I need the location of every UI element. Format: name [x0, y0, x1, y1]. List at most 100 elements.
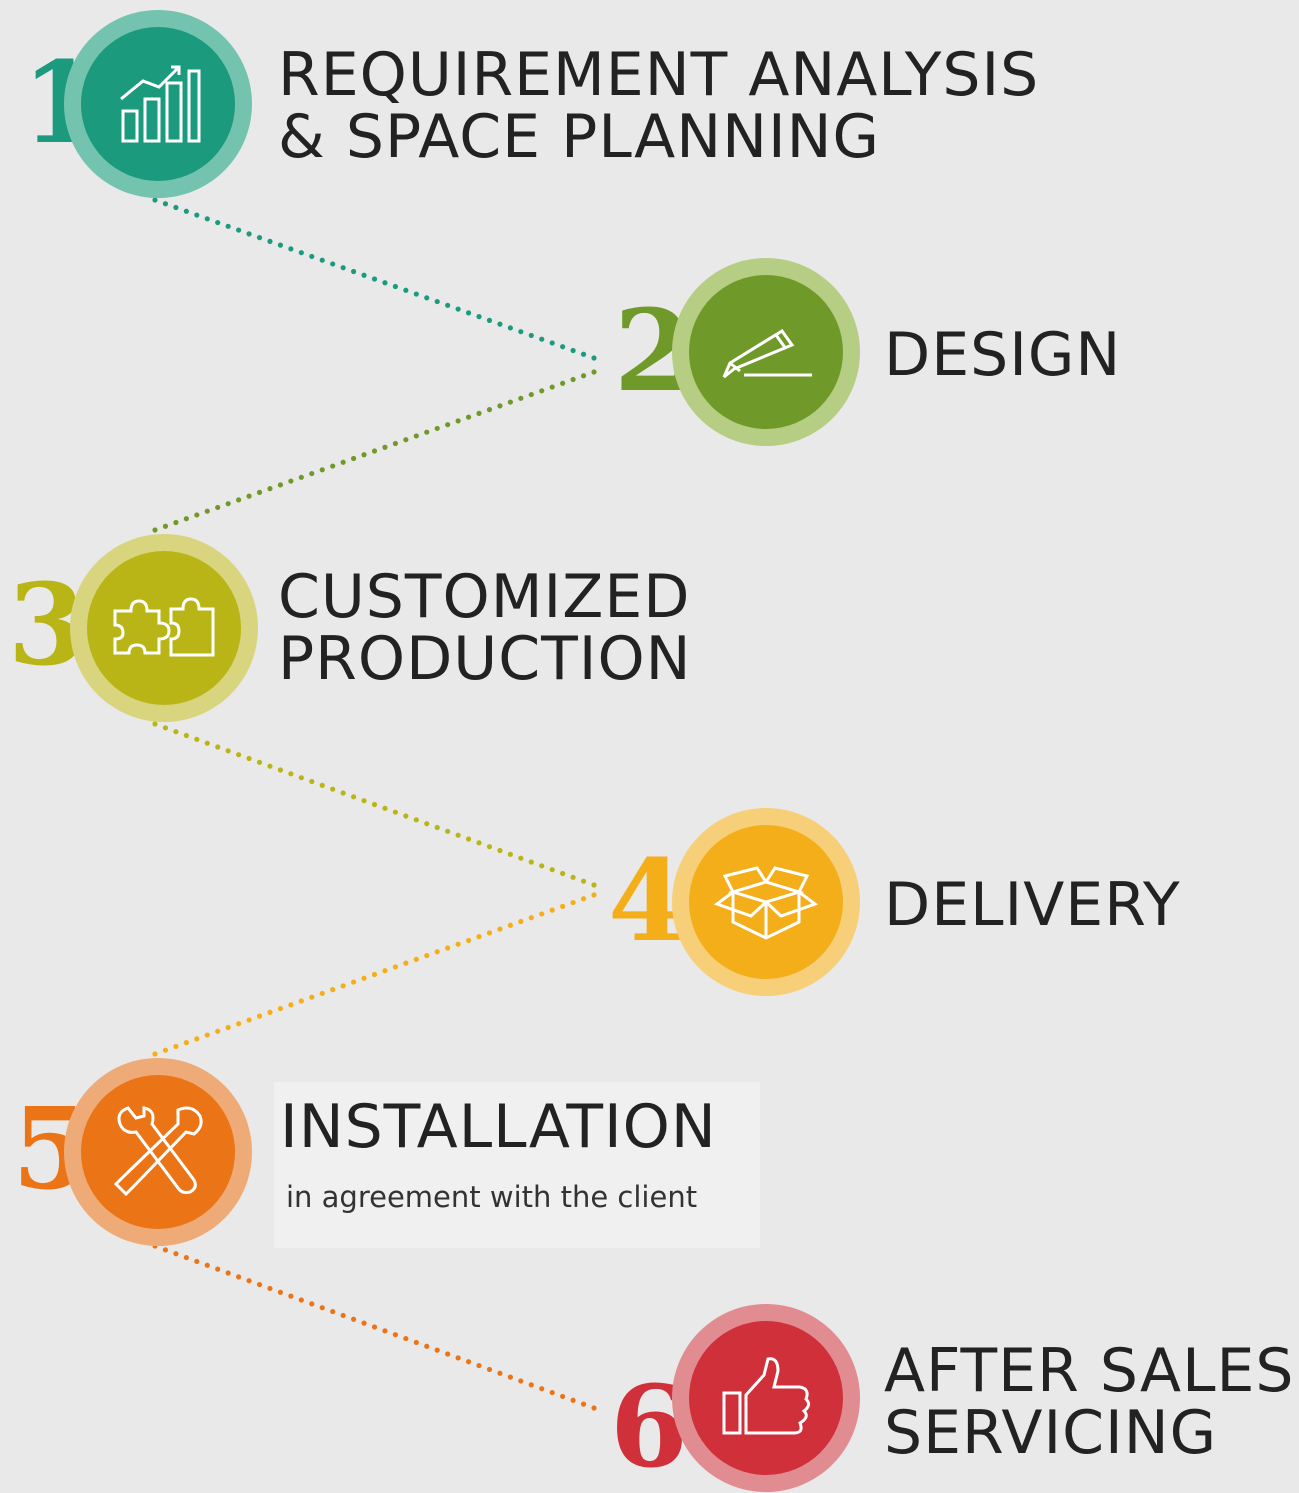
- connector-dot: [392, 1332, 399, 1338]
- connector-dot: [152, 527, 158, 533]
- connector-dot: [371, 971, 378, 978]
- connector-dot: [277, 1289, 284, 1295]
- connector-dot: [256, 235, 263, 241]
- connector-dot: [371, 276, 378, 282]
- connector-dot: [215, 1266, 221, 1272]
- connector-dot: [392, 440, 399, 447]
- connector-dot: [570, 1397, 576, 1403]
- connector-dot: [256, 489, 263, 495]
- connector-dot: [445, 1351, 451, 1357]
- connector-dot: [309, 994, 315, 1000]
- step-circle: [672, 258, 860, 446]
- connector-dot: [162, 1247, 169, 1253]
- connector-dot: [194, 512, 200, 518]
- connector-dot: [256, 1013, 263, 1019]
- connector-dot: [319, 990, 325, 997]
- connector-dot: [173, 729, 179, 735]
- connector-dot: [350, 794, 357, 800]
- bar-chart-icon: [120, 65, 201, 143]
- connector-dot: [434, 425, 440, 432]
- connector-dot: [277, 767, 284, 773]
- connector-dot: [580, 1401, 587, 1407]
- connector-dot: [591, 355, 597, 361]
- step-title: DELIVERY: [884, 874, 1181, 936]
- step-title: CUSTOMIZED PRODUCTION: [278, 566, 692, 690]
- connector-dot: [246, 231, 252, 237]
- connector-dot: [476, 934, 482, 940]
- connector-dot: [246, 493, 252, 499]
- connector-dot: [183, 732, 189, 739]
- connector-dot: [455, 306, 461, 312]
- connector-dot: [183, 516, 189, 522]
- connector-dot: [236, 1021, 242, 1027]
- connector-dot: [518, 395, 524, 401]
- step-circle: [70, 534, 258, 722]
- title-line: DESIGN: [884, 320, 1122, 390]
- connector-dot: [445, 422, 451, 428]
- connector-dot: [382, 280, 388, 286]
- connector-dot: [173, 1043, 179, 1050]
- connector-dot: [215, 504, 221, 511]
- step-title: AFTER SALES SERVICING: [884, 1340, 1295, 1464]
- step-core: [689, 275, 843, 429]
- connector-dot: [497, 926, 503, 932]
- connector-dot: [162, 523, 169, 529]
- connector-dot: [465, 310, 472, 316]
- step-circle: [672, 1304, 860, 1492]
- connector-dot: [298, 250, 304, 256]
- connector-dot: [507, 922, 513, 928]
- connector-dot: [236, 497, 242, 503]
- connector-dot: [465, 1359, 472, 1365]
- connector-dot: [497, 1370, 503, 1376]
- connector-dot: [246, 755, 252, 762]
- connector-dot: [549, 384, 555, 390]
- step-subtitle: in agreement with the client: [286, 1180, 698, 1214]
- connector-dot: [528, 391, 534, 398]
- connector-dot: [215, 219, 221, 226]
- connector-dot: [330, 1308, 336, 1315]
- connector-dot: [403, 437, 409, 443]
- connector-dot: [215, 744, 221, 750]
- connector-dot: [267, 238, 273, 244]
- connector-dot: [152, 1051, 158, 1057]
- connector-dot: [225, 748, 231, 754]
- connector-dot: [455, 832, 461, 838]
- connector-dot: [539, 911, 545, 917]
- connector-dot: [424, 821, 430, 827]
- connector-dot: [225, 1024, 231, 1031]
- connector-dot: [382, 805, 388, 811]
- connector-dot: [382, 968, 388, 974]
- connector-dot: [350, 979, 357, 985]
- connector-dot: [560, 1393, 566, 1400]
- connector-dot: [309, 1301, 315, 1307]
- connector-dot: [476, 410, 482, 416]
- connector-dot: [361, 798, 367, 804]
- connector-dot: [309, 253, 315, 260]
- connector-dot: [277, 482, 284, 488]
- connector-dot: [319, 257, 325, 263]
- connector-dot: [445, 828, 451, 834]
- title-line: SERVICING: [884, 1398, 1218, 1468]
- connector-dot: [434, 298, 440, 305]
- connector-dot: [309, 470, 315, 477]
- connector-dot: [497, 847, 503, 854]
- connector-dot: [549, 1389, 555, 1396]
- step-core: [81, 1075, 235, 1229]
- connector-dot: [309, 778, 315, 785]
- connector-dot: [403, 1335, 409, 1342]
- connector-dot: [560, 870, 566, 877]
- connector-dot: [591, 882, 597, 888]
- connector-dot: [194, 736, 200, 742]
- title-line: INSTALLATION: [280, 1092, 717, 1162]
- connector-dot: [319, 467, 325, 473]
- connector-dot: [298, 775, 304, 781]
- connector-dot: [570, 899, 576, 906]
- connector-dot: [204, 740, 210, 746]
- connector-dot: [434, 1347, 440, 1353]
- connector-dot: [591, 369, 597, 375]
- connector-dot: [445, 302, 451, 308]
- connector-dot: [246, 1278, 252, 1284]
- connector-dot: [361, 272, 367, 278]
- connector-dot: [560, 344, 566, 350]
- connector-dot: [330, 786, 336, 792]
